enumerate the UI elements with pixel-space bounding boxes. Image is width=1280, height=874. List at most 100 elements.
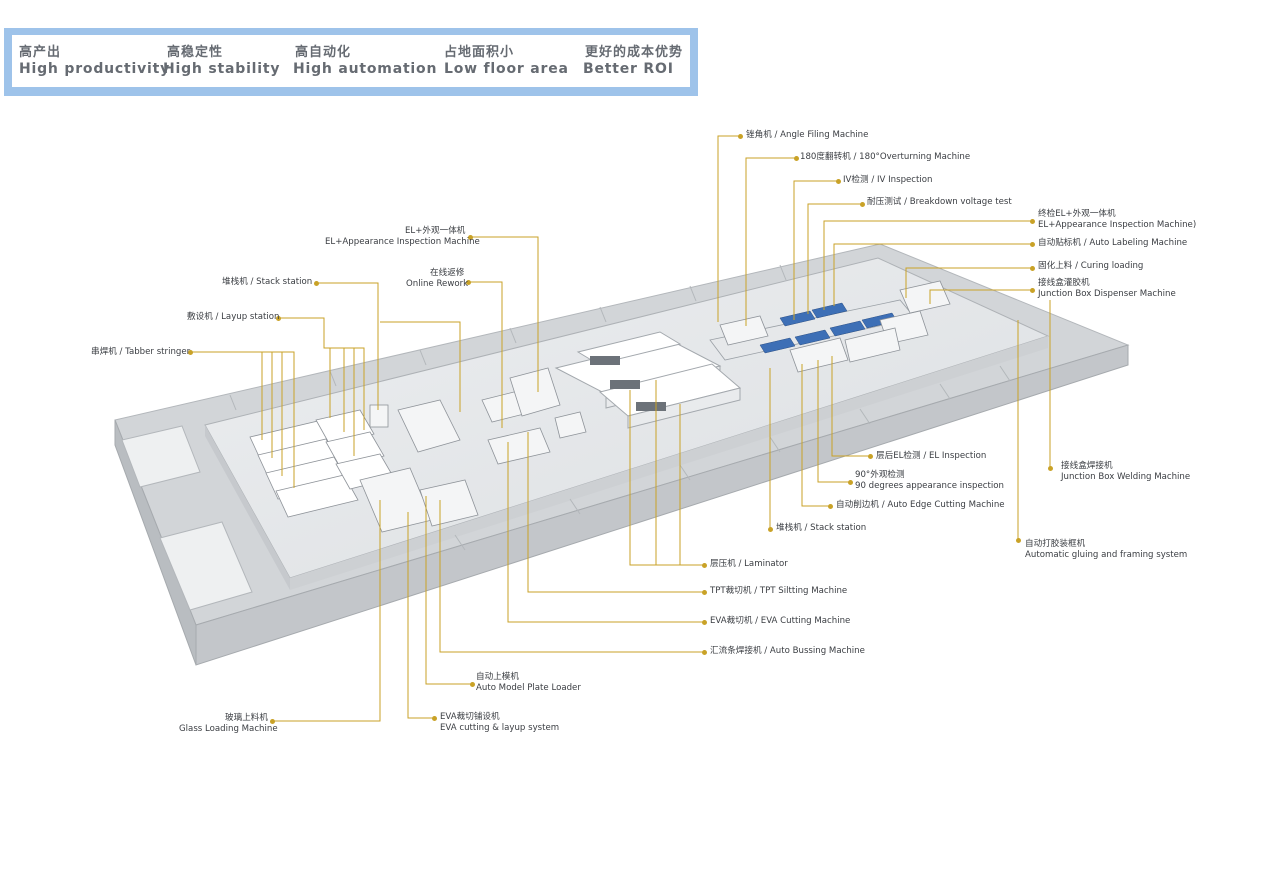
leader-bussing xyxy=(439,500,704,653)
leader-overturning xyxy=(745,157,796,326)
floor-wall-front xyxy=(205,425,290,590)
label-tpt-slitting: TPT裁切机 / TPT Siltting Machine xyxy=(710,586,848,596)
leader-el-appearance xyxy=(470,236,539,392)
leader-tpt xyxy=(527,432,704,593)
label-edge-cutting: 自动削边机 / Auto Edge Cutting Machine xyxy=(836,500,1005,510)
solar-panel xyxy=(811,302,848,319)
label-online-rework-en: Online Rework xyxy=(406,279,469,289)
leader-dot xyxy=(702,650,707,655)
outer-side-face xyxy=(195,344,1129,666)
leader-dot xyxy=(828,504,833,509)
leader-eva-cutting xyxy=(507,442,704,623)
label-90-appearance-en: 90 degrees appearance inspection xyxy=(855,481,1004,491)
leader-dot xyxy=(1030,288,1035,293)
label-final-el-zh: 终检EL+外观一体机 xyxy=(1038,209,1116,219)
solar-panel xyxy=(794,329,831,346)
label-final-el-en: EL+Appearance Inspection Machine) xyxy=(1038,220,1197,230)
label-el-appearance-zh: EL+外观一体机 xyxy=(405,226,466,236)
leader-labeling xyxy=(833,243,1032,306)
leader-final-el xyxy=(823,220,1032,310)
leader-dot xyxy=(860,202,865,207)
label-layup-station: 敷设机 / Layup station xyxy=(187,312,280,322)
label-gluing-framing-zh: 自动打胶装框机 xyxy=(1025,539,1086,549)
solar-panel xyxy=(779,310,816,327)
corridor-box xyxy=(159,521,253,611)
label-gluing-framing-en: Automatic gluing and framing system xyxy=(1025,550,1188,560)
feature-zh: 高自动化 xyxy=(295,45,352,60)
leader-dot xyxy=(1030,266,1035,271)
leader-breakdown xyxy=(807,203,862,314)
label-jb-welding-zh: 接线盒焊接机 xyxy=(1061,461,1113,471)
center-machines xyxy=(481,367,587,465)
label-curing-loading: 固化上料 / Curing loading xyxy=(1038,261,1144,271)
label-tabber-stringer: 串焊机 / Tabber stringer xyxy=(91,347,191,357)
feature-en: High productivity xyxy=(19,61,171,77)
leader-dot xyxy=(470,682,475,687)
feature-zh: 更好的成本优势 xyxy=(585,45,684,60)
leader-dot xyxy=(270,719,275,724)
leader-eva-layup xyxy=(407,512,434,719)
tabber-unit xyxy=(275,474,359,518)
leader-dot xyxy=(848,480,853,485)
corridor-box xyxy=(121,425,201,488)
leader-90-appearance xyxy=(817,360,850,483)
leader-dot xyxy=(836,179,841,184)
label-eva-cutting: EVA裁切机 / EVA Cutting Machine xyxy=(710,616,851,626)
curing-machine xyxy=(899,280,951,314)
cutting-machine xyxy=(554,411,587,439)
label-plate-loader-zh: 自动上模机 xyxy=(476,672,519,682)
leader-iv xyxy=(793,180,838,320)
leader-glass-loading xyxy=(272,500,381,722)
leader-dot xyxy=(738,134,743,139)
label-laminator: 层压机 / Laminator xyxy=(710,559,788,569)
label-stack-station-right: 堆栈机 / Stack station xyxy=(776,523,867,533)
leader-dot xyxy=(314,281,319,286)
label-auto-labeling: 自动贴标机 / Auto Labeling Machine xyxy=(1038,238,1188,248)
label-angle-filing: 锉角机 / Angle Filing Machine xyxy=(746,130,869,140)
leader-dot xyxy=(1030,242,1035,247)
label-eva-layup-en: EVA cutting & layup system xyxy=(440,723,560,733)
feature-banner: 高产出 High productivity 高稳定性 High stabilit… xyxy=(4,28,698,96)
label-jb-welding-en: Junction Box Welding Machine xyxy=(1061,472,1191,482)
leader-laminator xyxy=(629,390,704,566)
label-jb-dispenser-en: Junction Box Dispenser Machine xyxy=(1038,289,1176,299)
leader-dot xyxy=(188,350,193,355)
leader-dot xyxy=(1030,219,1035,224)
label-eva-layup-zh: EVA裁切铺设机 xyxy=(440,712,500,722)
edge-cutting-machine xyxy=(789,337,849,373)
leader-dot xyxy=(868,454,873,459)
label-iv-inspection: IV检测 / IV Inspection xyxy=(843,175,933,185)
rework-machine xyxy=(487,427,551,465)
framing-machine xyxy=(719,315,769,346)
solar-panels xyxy=(759,302,898,354)
label-glass-loading-en: Glass Loading Machine xyxy=(179,724,278,734)
feature-en: Low floor area xyxy=(444,61,569,77)
label-auto-bussing: 汇流条焊接机 / Auto Bussing Machine xyxy=(710,646,865,656)
leader-plate-loader xyxy=(425,496,472,685)
leader-online-rework xyxy=(468,281,503,428)
feature-en: High automation xyxy=(293,61,438,77)
leader-layup xyxy=(278,317,365,430)
label-jb-dispenser-zh: 接线盒灌胶机 xyxy=(1038,278,1090,288)
feature-en: Better ROI xyxy=(583,61,674,77)
leader-edge-cutting xyxy=(801,364,830,507)
feature-high-automation: 高自动化 High automation xyxy=(293,45,437,78)
feature-banner-inner: 高产出 High productivity 高稳定性 High stabilit… xyxy=(12,35,690,87)
solar-panel xyxy=(829,320,866,337)
solar-panel xyxy=(759,337,796,354)
layup-machine xyxy=(397,399,461,453)
post-lamination-line xyxy=(709,280,951,373)
feature-en: High stability xyxy=(163,61,281,77)
leader-layer-el xyxy=(831,356,870,457)
leader-dot xyxy=(794,156,799,161)
leader-dot xyxy=(466,280,471,285)
feature-zh: 占地面积小 xyxy=(444,45,515,60)
layup-machines xyxy=(359,399,479,533)
leader-tabber xyxy=(190,351,295,488)
leader-dot xyxy=(768,527,773,532)
feature-zh: 高产出 xyxy=(19,45,62,60)
feature-high-stability: 高稳定性 High stability xyxy=(163,45,280,78)
eva-layup-machine xyxy=(419,479,479,527)
label-layer-el: 层后EL检测 / EL Inspection xyxy=(876,451,987,461)
